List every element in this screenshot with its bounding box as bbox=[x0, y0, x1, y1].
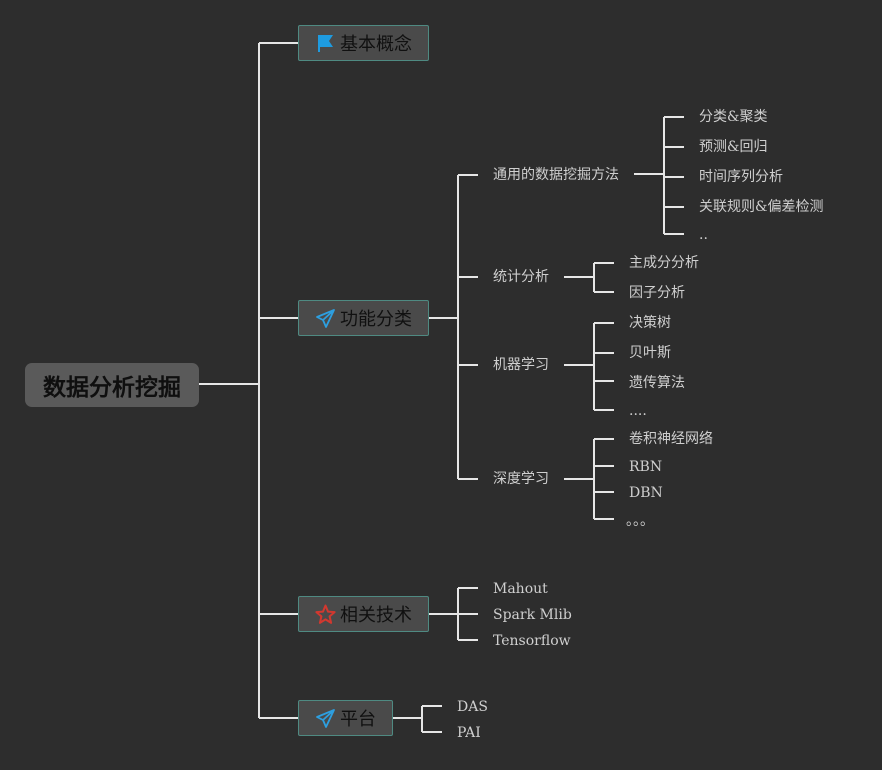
paper-plane-icon bbox=[315, 708, 336, 729]
leaf-item[interactable]: 卷积神经网络 bbox=[629, 431, 713, 447]
leaf-item[interactable]: 决策树 bbox=[629, 315, 671, 331]
topic-statistical-analysis[interactable]: 统计分析 bbox=[493, 269, 549, 285]
leaf-item[interactable]: 主成分分析 bbox=[629, 255, 699, 271]
leaf-item[interactable]: 因子分析 bbox=[629, 285, 685, 301]
leaf-item[interactable]: .. bbox=[699, 227, 708, 243]
branch-platform[interactable]: 平台 bbox=[298, 700, 393, 736]
leaf-item[interactable]: RBN bbox=[629, 459, 663, 475]
leaf-item[interactable]: Tensorflow bbox=[493, 633, 571, 649]
branch-function-classification[interactable]: 功能分类 bbox=[298, 300, 429, 336]
leaf-item[interactable]: Spark Mlib bbox=[493, 607, 572, 623]
leaf-item[interactable]: PAI bbox=[457, 725, 481, 741]
flag-icon bbox=[315, 33, 336, 54]
leaf-item[interactable]: .... bbox=[629, 403, 647, 419]
branch-label: 功能分类 bbox=[340, 309, 412, 330]
root-topic[interactable]: 数据分析挖掘 bbox=[25, 363, 199, 407]
leaf-item[interactable]: 贝叶斯 bbox=[629, 345, 671, 361]
leaf-item[interactable]: DAS bbox=[457, 699, 488, 715]
leaf-item[interactable]: 遗传算法 bbox=[629, 375, 685, 391]
leaf-item[interactable]: DBN bbox=[629, 485, 663, 501]
branch-label: 平台 bbox=[340, 709, 376, 730]
branch-label: 相关技术 bbox=[340, 605, 412, 626]
topic-deep-learning[interactable]: 深度学习 bbox=[493, 471, 549, 487]
paper-plane-icon bbox=[315, 308, 336, 329]
leaf-item[interactable]: 分类&聚类 bbox=[699, 109, 768, 125]
branch-basic-concepts[interactable]: 基本概念 bbox=[298, 25, 429, 61]
leaf-item[interactable]: Mahout bbox=[493, 581, 548, 597]
leaf-item[interactable]: 时间序列分析 bbox=[699, 169, 783, 185]
branch-label: 基本概念 bbox=[340, 34, 412, 55]
star-icon bbox=[315, 604, 336, 625]
topic-machine-learning[interactable]: 机器学习 bbox=[493, 357, 549, 373]
leaf-item[interactable]: 预测&回归 bbox=[699, 139, 768, 155]
leaf-item[interactable]: 关联规则&偏差检测 bbox=[699, 199, 824, 215]
leaf-item[interactable]: 。。。 bbox=[626, 513, 654, 529]
branch-related-tech[interactable]: 相关技术 bbox=[298, 596, 429, 632]
topic-general-methods[interactable]: 通用的数据挖掘方法 bbox=[493, 167, 619, 183]
